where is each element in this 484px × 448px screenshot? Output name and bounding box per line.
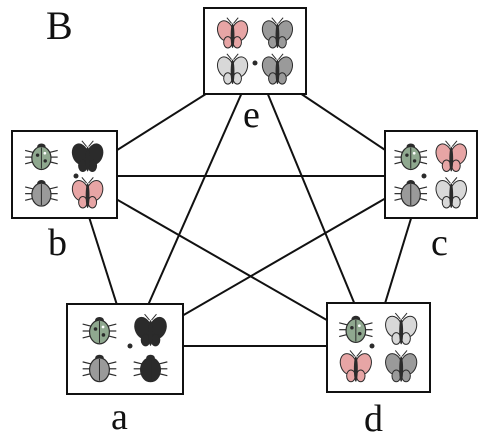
node-box-c (385, 131, 477, 218)
node-box-a (67, 304, 183, 394)
node-d (327, 303, 430, 392)
node-anchor-a (128, 344, 133, 349)
node-label-d: d (364, 400, 383, 438)
node-box-e (204, 8, 306, 94)
node-c (385, 131, 477, 218)
node-anchor-c (422, 174, 427, 179)
node-label-e: e (243, 96, 260, 134)
node-label-b: b (48, 224, 67, 262)
panel-label: B (46, 6, 73, 46)
node-anchor-d (370, 344, 375, 349)
node-label-a: a (111, 398, 128, 436)
node-box-d (327, 303, 430, 392)
node-b (12, 131, 117, 218)
node-a (67, 304, 183, 394)
node-label-c: c (431, 224, 448, 262)
nodes-layer (12, 8, 477, 394)
node-box-b (12, 131, 117, 218)
node-anchor-b (74, 174, 79, 179)
node-anchor-e (253, 61, 258, 66)
node-e (204, 8, 306, 94)
